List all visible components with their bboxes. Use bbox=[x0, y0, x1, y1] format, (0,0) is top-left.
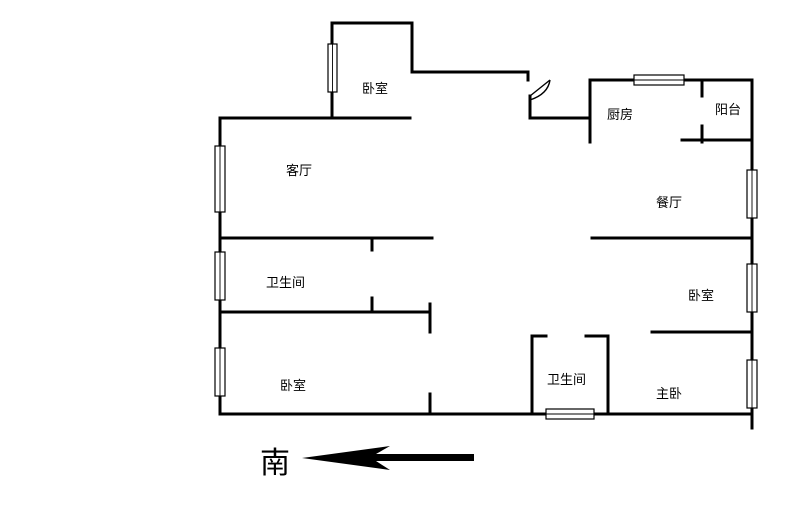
room-label-bathroom-left: 卫生间 bbox=[266, 276, 305, 291]
room-label-bedroom-bottom-left: 卧室 bbox=[280, 378, 306, 394]
room-label-master-bedroom: 主卧 bbox=[656, 387, 682, 402]
wall-entrance bbox=[528, 94, 590, 120]
room-label-kitchen: 厨房 bbox=[607, 107, 633, 123]
direction-label: 南 bbox=[260, 446, 290, 481]
room-label-dining-room: 餐厅 bbox=[656, 195, 682, 211]
door-leaf bbox=[529, 79, 551, 97]
window-bathroom-left bbox=[214, 251, 226, 301]
wall-center-bath-right bbox=[584, 334, 610, 416]
window-master-bedroom bbox=[746, 359, 758, 409]
room-label-bedroom-right: 卧室 bbox=[688, 288, 714, 304]
room-label-living-room: 客厅 bbox=[286, 163, 312, 179]
wall-right-outer bbox=[588, 78, 754, 430]
direction-indicator: 南 bbox=[260, 446, 474, 481]
window-bedroom-bottom-left bbox=[214, 347, 226, 397]
arrow-left-icon bbox=[302, 446, 474, 470]
room-labels: 卧室 客厅 卫生间 卧室 厨房 阳台 餐厅 卧室 卫生间 主卧 bbox=[266, 81, 741, 402]
door-swing-arc bbox=[529, 79, 551, 101]
window-kitchen bbox=[633, 74, 685, 86]
entrance-door bbox=[529, 79, 551, 101]
window-bedroom-right bbox=[746, 263, 758, 313]
wall-center-bath-left bbox=[530, 334, 548, 416]
wall-left-bottom-outer bbox=[218, 116, 754, 416]
room-label-bedroom-top: 卧室 bbox=[362, 81, 388, 97]
window-center-bathroom bbox=[545, 408, 595, 420]
room-label-bathroom-center: 卫生间 bbox=[547, 373, 586, 388]
wall-top-bedroom bbox=[330, 21, 530, 118]
window-dining-room bbox=[746, 169, 758, 219]
windows bbox=[214, 43, 758, 420]
window-living-room bbox=[214, 145, 226, 213]
room-label-balcony: 阳台 bbox=[715, 103, 741, 118]
window-top-bedroom bbox=[327, 43, 338, 93]
